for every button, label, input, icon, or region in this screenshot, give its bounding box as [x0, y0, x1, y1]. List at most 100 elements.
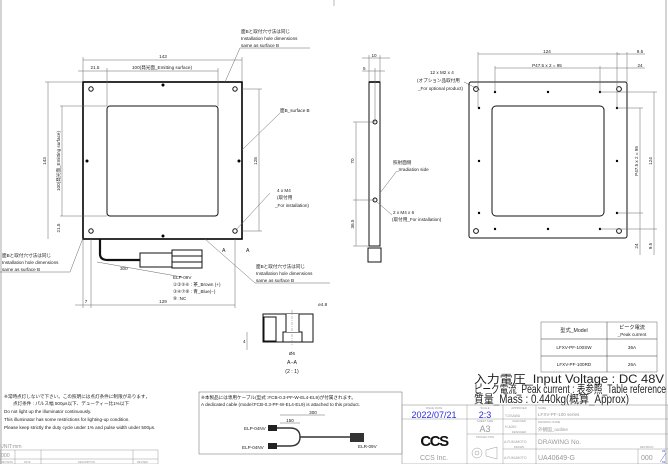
- dim-width: 143: [159, 54, 167, 59]
- approved-label: APPROVED: [511, 406, 527, 410]
- cable-note-en: A dedicated cable (model:FCB-0.3-PF-W-EL…: [201, 402, 360, 407]
- dim-pitch: P47.5 x 2 = 95: [532, 63, 562, 68]
- back-holes: [473, 86, 622, 234]
- note-top-1: 面Bと取付穴寸法は同じ: [241, 28, 290, 35]
- screws-1: 2 x M4 x 6: [393, 210, 415, 215]
- note-left-1: 面Bと取付穴寸法は同じ: [2, 252, 51, 259]
- connector-name: ELP-09V: [173, 275, 192, 280]
- header-model: 型式_Model: [560, 326, 587, 334]
- name-label: NAME: [538, 406, 546, 410]
- description-header: DESCRIPTION: [78, 461, 95, 464]
- pins-2: ③④⑦⑧ : 青_Blue(−): [173, 288, 216, 295]
- holes-2: (取付用: [277, 194, 293, 201]
- back-plate-outline: [468, 81, 628, 239]
- drawn-label: DRAWN: [514, 445, 524, 449]
- section-mark-right: A: [246, 248, 250, 254]
- projection-label: PROJECTION: [476, 435, 494, 439]
- irradiation-2: _Irradiation side: [395, 167, 429, 172]
- spec-mass: 質量_Mass : 0.440kg(概算_Approx): [474, 392, 629, 406]
- dim-150: 150: [286, 418, 294, 423]
- holes-3: _For installation): [274, 203, 309, 208]
- section-mark-left: A: [222, 248, 226, 254]
- revision-label: REVISION: [640, 445, 653, 449]
- back-window: [491, 105, 605, 217]
- checked-by: H.AOKI: [505, 425, 517, 429]
- header-peak-en: _Peak current: [617, 332, 647, 337]
- dim-36-5: 36.5: [350, 219, 355, 228]
- note-line: This illuminator has some restrictions f…: [4, 417, 130, 422]
- side-view: 10 5 70 36.5 照射面側 _Irradiation side 2 x …: [350, 53, 481, 263]
- note-bottom-1: 面Bと取付穴寸法は同じ: [256, 263, 305, 270]
- header-peak: ピーク電流: [619, 323, 645, 331]
- cable-note-jp: ※本製品には専用ケーブル(型式 :FCB-0.3-PF-W-EL4-EL9)が付…: [201, 394, 356, 401]
- front-view: 143 21.5 100(発光面_Emitting surface) 143 1…: [0, 28, 330, 308]
- screws-2: (取付用_For installation): [392, 216, 442, 223]
- dim-10: 10: [371, 53, 377, 58]
- drawn-by: A.FUKUMOTO: [504, 456, 527, 460]
- row-model: LFXV-PF-100SW: [556, 345, 592, 350]
- revised-header: REVISED: [137, 461, 148, 464]
- revision-value: 000: [1, 453, 10, 459]
- spec-voltage: 入力電圧_Input Voltage : DC 48V: [474, 373, 664, 386]
- holes-1: 4 x M4: [277, 188, 291, 193]
- company-logo: CCS: [420, 433, 449, 450]
- dim-offset-vertical: 21.5: [56, 223, 61, 232]
- pins-1: ①②⑤⑥ : 茶_Brown (+): [173, 281, 221, 287]
- dim-129: 129: [159, 299, 167, 304]
- dim-124: 124: [543, 49, 551, 54]
- section-title: A−A: [287, 360, 297, 366]
- rev-header: REVISION: [1, 461, 13, 464]
- note-top-3: same as surface B: [241, 43, 279, 48]
- optional-1: 12 x M2 x 4: [430, 70, 454, 75]
- drawing-no: UA40649-G: [538, 455, 575, 462]
- dim-pitch-vertical: P47.5 x 2 = 95: [634, 146, 639, 176]
- dim-300: 300: [309, 410, 317, 415]
- scale-label: SCALE: [480, 406, 489, 410]
- connector-body: [139, 252, 173, 268]
- section-scale: (2 : 1): [285, 369, 299, 375]
- row-current: 26A: [628, 362, 637, 367]
- scale-value: 2:3: [479, 410, 492, 420]
- connector-plug: [171, 249, 203, 269]
- drawing-name: 外観図_outline: [538, 426, 568, 433]
- dim-4: 4: [243, 339, 246, 344]
- back-view: 124 9.5 P47.5 x 2 = 95 24 P47.5 x 2 = 95…: [468, 49, 657, 255]
- note-line: 点灯条件 : パルス幅 500μs以下、デューティー比1%以下: [13, 400, 129, 407]
- unit-label: UNIT:mm: [0, 444, 22, 450]
- surface-b-label: 面B_surface B: [280, 108, 310, 114]
- irradiation-1: 照射面側: [393, 159, 412, 166]
- spec-peak-current: ピーク電流_Peak current : 表参照_Table reference: [474, 382, 666, 396]
- designed-label: DESIGNED: [512, 430, 527, 434]
- dim-9-5-bottom: 9.5: [648, 242, 653, 249]
- note-left-2: Installation hole dimensions: [2, 260, 59, 265]
- optional-2: (オプション品取付用: [417, 77, 460, 84]
- dim-24-bottom: 24: [634, 243, 639, 249]
- dim-5: 5: [363, 66, 366, 71]
- title-block: ISSUE DATE 2022/07/21 SCALE 2:3 SHEET SI…: [401, 404, 668, 464]
- cable-length: 300: [120, 266, 128, 271]
- dim-emit-vertical: 100(発光面_Emitting surface): [55, 131, 62, 191]
- dim-124-vertical: 124: [648, 157, 653, 165]
- dim-height: 143: [42, 157, 47, 165]
- drawing-no-label: DRAWING No.: [538, 439, 581, 446]
- note-left-3: same as surface B: [2, 267, 40, 272]
- note-line: Please keep strictly the duty cycle unde…: [4, 425, 155, 430]
- note-bottom-3: same as surface B: [256, 278, 294, 283]
- cable-y: [275, 427, 301, 447]
- dim-70: 70: [350, 158, 355, 164]
- front-plate-outline: [82, 81, 243, 240]
- conn-b: ELP-04NV: [242, 445, 265, 450]
- approved-by: T.OSAWA: [505, 414, 521, 418]
- optional-3: _For optional product): [417, 86, 463, 91]
- revision-block: UNIT:mm 000 REVISION DATE DESCRIPTION RE…: [0, 444, 159, 464]
- note-line: Do not light up the illuminator continuo…: [4, 409, 91, 414]
- designed-by: A.FUKUMOTO: [504, 440, 527, 444]
- side-body: [368, 81, 381, 247]
- cable-box: ※本製品には専用ケーブル(型式 :FCB-0.3-PF-W-EL4-EL9)が付…: [198, 391, 403, 455]
- revision-value: 000: [641, 455, 653, 462]
- note-line: ※常時点灯しないで下さい。この照明には点灯条件に制限があります，: [4, 393, 150, 400]
- date-header: DATE: [24, 461, 31, 464]
- conn-a: ELP-04NV: [244, 426, 267, 431]
- dim-4-8: ⌀4.8: [318, 302, 328, 307]
